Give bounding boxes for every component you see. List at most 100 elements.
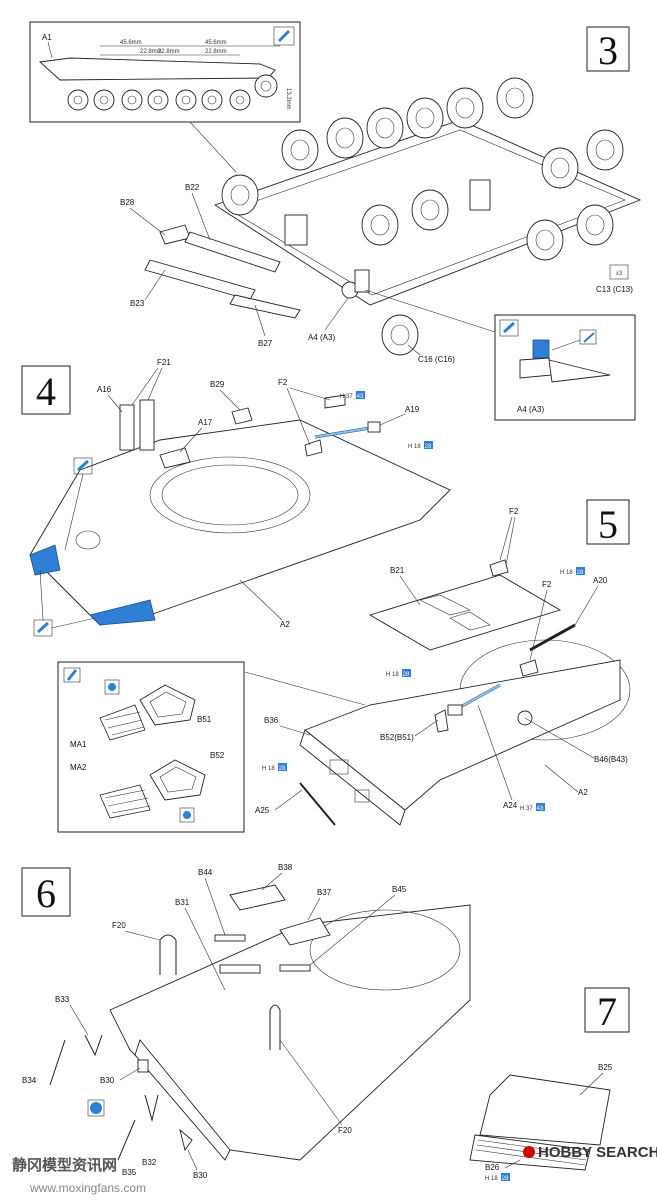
label-b22: B22 [185, 183, 200, 192]
step-7-number: 7 [597, 989, 617, 1034]
step-6: 6 B38 B44 B37 B45 B31 F20 B33 B [21, 863, 471, 1180]
label-a19: A19 [405, 405, 420, 414]
svg-text:18: 18 [491, 1176, 498, 1182]
watermark: HOBBY SEARCH 静冈模型资讯网 www.moxingfans.com [12, 1144, 657, 1195]
label-b25: B25 [598, 1063, 613, 1072]
label-a20: A20 [593, 576, 608, 585]
svg-text:H: H [262, 766, 266, 772]
step-4: 4 F21 A16 B29 F2 A17 A19 A2 [21, 358, 451, 637]
svg-text:H: H [340, 394, 344, 400]
svg-text:37: 37 [526, 806, 533, 812]
label-f20-bottom: F20 [338, 1126, 352, 1135]
label-b45: B45 [392, 885, 407, 894]
blue-front-right [89, 599, 156, 626]
svg-text:18: 18 [566, 570, 573, 576]
svg-text:18: 18 [268, 766, 275, 772]
label-a2: A2 [578, 788, 588, 797]
part-b27 [229, 294, 301, 319]
label-c16: C16 (C16) [418, 355, 455, 364]
label-a16: A16 [97, 385, 112, 394]
paint-stripe-icon [76, 459, 90, 472]
label-b52: B52(B51) [380, 733, 414, 742]
wheels-upper [281, 77, 534, 171]
paint-brush-icon [277, 29, 291, 43]
paint-stripe-icon [36, 621, 50, 634]
svg-text:37: 37 [346, 394, 353, 400]
svg-text:18: 18 [392, 672, 399, 678]
inset-label-ma1: MA1 [70, 740, 87, 749]
label-f21: F21 [157, 358, 171, 367]
wheels-lower [221, 174, 449, 356]
part-b33 [84, 1034, 103, 1057]
detail-label-a4: A4 (A3) [517, 405, 544, 414]
paint-stripe-icon [583, 332, 595, 343]
watermark-url: www.moxingfans.com [29, 1181, 146, 1195]
label-b37: B37 [317, 888, 332, 897]
label-b29: B29 [210, 380, 225, 389]
color-ref-h18: H 18 28 [485, 1173, 510, 1182]
step-4-number-box [21, 365, 71, 415]
blue-front-left [29, 544, 61, 576]
watermark-cn: 静冈模型资讯网 [12, 1156, 117, 1174]
part-b52 [149, 759, 206, 801]
label-c13: C13 (C13) [596, 285, 633, 294]
engine-deck-b21 [368, 574, 562, 651]
step-5-number-box [586, 499, 630, 545]
step-3-number: 3 [598, 28, 618, 73]
step-4-number: 4 [36, 369, 56, 414]
label-a25: A25 [255, 806, 270, 815]
paint-brush-icon [66, 669, 78, 681]
svg-text:43: 43 [537, 806, 544, 812]
label-b32: B32 [142, 1158, 157, 1167]
hobby-search-logo-icon [523, 1146, 535, 1158]
svg-text:28: 28 [425, 444, 432, 450]
glue-drop-icon [108, 683, 116, 691]
hull-top [29, 419, 451, 626]
color-ref-h37: H 37 43 [520, 803, 545, 812]
step-5: 5 F2 B21 F2 A20 B36 B52(B51) [57, 499, 631, 833]
svg-text:28: 28 [403, 672, 410, 678]
label-a17: A17 [198, 418, 213, 427]
svg-text:28: 28 [279, 766, 286, 772]
step-3-number-box [586, 26, 630, 72]
paint-brush-icon [502, 321, 516, 334]
glue-drop-icon [183, 811, 191, 819]
part-b25 [479, 1074, 611, 1146]
hatch-b38 [229, 884, 286, 911]
part-b51 [139, 684, 196, 726]
part-b30-bottom [179, 1128, 193, 1152]
color-ref-h18: H 18 28 [408, 441, 433, 450]
part-b32 [144, 1094, 159, 1122]
color-ref-h37: H 37 43 [340, 391, 365, 400]
svg-text:H: H [485, 1176, 489, 1182]
label-b33: B33 [55, 995, 70, 1004]
step-5-inset: B51 MA1 MA2 B52 [57, 661, 366, 833]
label-b34: B34 [22, 1076, 37, 1085]
part-b35 [117, 1119, 136, 1161]
part-b22 [184, 231, 281, 273]
rod-a24 [454, 684, 501, 711]
label-b38: B38 [278, 863, 293, 872]
svg-text:43: 43 [357, 394, 364, 400]
inset-label-ma2: MA2 [70, 763, 87, 772]
both-sides-icon [90, 1102, 102, 1114]
wheel-c16 [381, 314, 419, 356]
antenna-rod-a19 [314, 427, 371, 438]
part-f20-top [159, 934, 177, 975]
label-b28: B28 [120, 198, 135, 207]
mesh-ma1 [99, 704, 146, 741]
label-b35: B35 [122, 1168, 137, 1177]
wheels-right [526, 129, 624, 261]
color-ref-h18-a: H 18 28 [560, 567, 585, 576]
label-b44: B44 [198, 868, 213, 877]
part-b23 [144, 259, 256, 301]
hatch-b37 [279, 917, 331, 946]
svg-text:x3: x3 [616, 271, 623, 277]
step-7-number-box [584, 987, 630, 1033]
inset-a1-label: A1 [42, 33, 52, 42]
label-a2: A2 [280, 620, 290, 629]
dim-mid-left: 22.8mm [140, 49, 162, 55]
svg-text:H: H [408, 444, 412, 450]
step-5-number: 5 [598, 502, 618, 547]
